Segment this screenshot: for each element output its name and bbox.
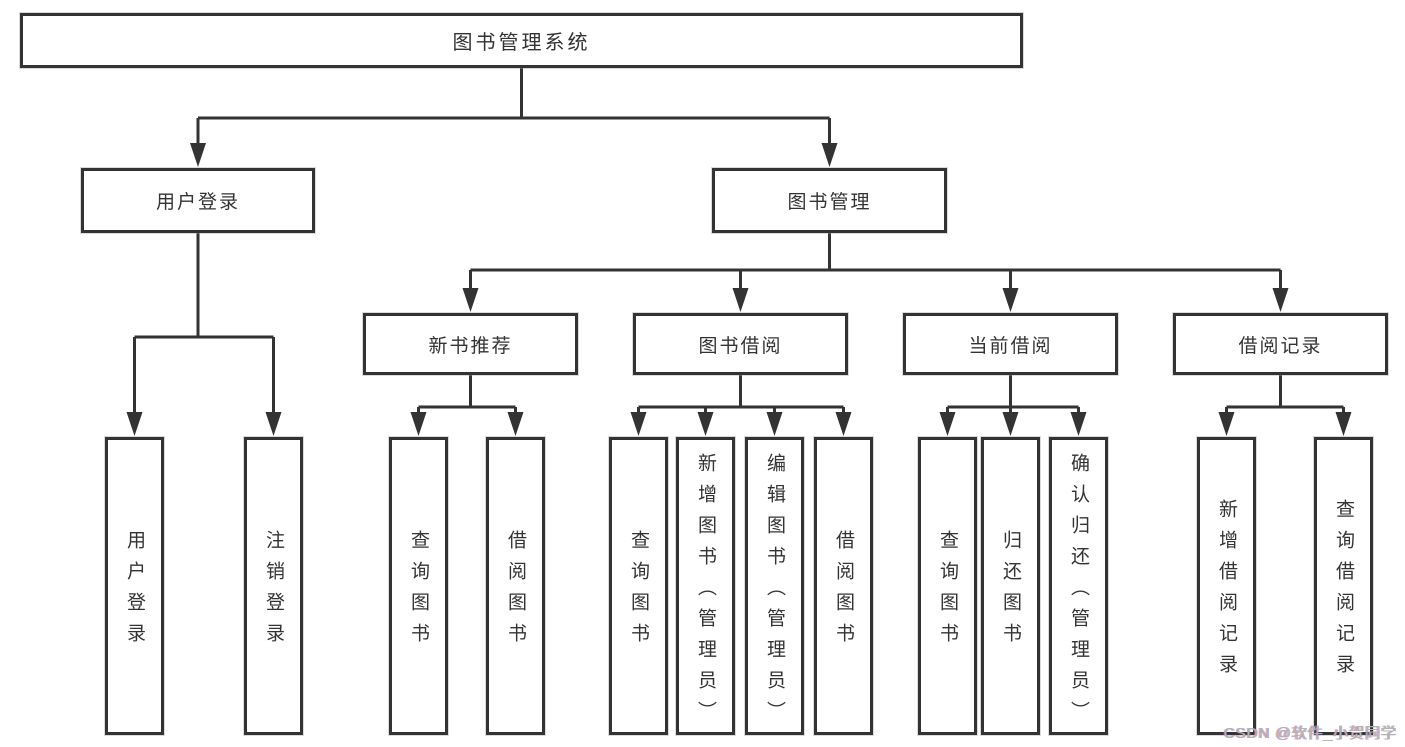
leaf-return-books: 归还图书	[981, 437, 1040, 735]
node-label: 图书管理	[787, 192, 872, 213]
node-label: 查询图书	[408, 530, 429, 654]
node-label: 新书推荐	[428, 335, 513, 357]
node-book-borrowing: 图书借阅	[633, 313, 848, 375]
node-label: 图书管理系统	[452, 32, 591, 54]
node-label: 归还图书	[1000, 530, 1021, 654]
node-label: 注销登录	[263, 530, 284, 654]
leaf-borrow-books-1: 借阅图书	[486, 437, 545, 735]
leaf-borrow-books-2: 借阅图书	[814, 437, 873, 735]
arrowhead-icons	[126, 143, 1352, 436]
leaf-edit-books-admin: 编辑图书（管理员）	[745, 437, 804, 735]
node-label: 新增借阅记录	[1216, 499, 1237, 685]
leaf-user-login: 用户登录	[105, 437, 164, 735]
node-label: 查询图书	[937, 530, 958, 654]
node-label: 用户登录	[155, 192, 240, 213]
node-label: 确认归还（管理员）	[1068, 452, 1089, 732]
node-current-borrowing: 当前借阅	[903, 313, 1118, 375]
node-library-management-system: 图书管理系统	[20, 13, 1023, 68]
node-label: 查询图书	[628, 530, 649, 654]
node-label: 借阅图书	[505, 530, 526, 654]
csdn-watermark: CSDN @软件_小贺同学	[1223, 725, 1397, 742]
node-label: 借阅记录	[1238, 335, 1323, 357]
node-label: 新增图书（管理员）	[695, 452, 716, 732]
leaf-add-borrow-record: 新增借阅记录	[1197, 437, 1256, 735]
node-new-book-recommendation: 新书推荐	[363, 313, 578, 375]
node-label: 查询借阅记录	[1333, 499, 1354, 685]
leaf-query-books-3: 查询图书	[918, 437, 977, 735]
leaf-logout: 注销登录	[244, 437, 303, 735]
node-borrowing-records: 借阅记录	[1173, 313, 1388, 375]
leaf-query-books-1: 查询图书	[389, 437, 448, 735]
node-label: 编辑图书（管理员）	[764, 452, 785, 732]
node-label: 用户登录	[124, 530, 145, 654]
leaf-query-borrow-record: 查询借阅记录	[1314, 437, 1373, 735]
node-label: 图书借阅	[698, 335, 783, 357]
leaf-query-books-2: 查询图书	[609, 437, 668, 735]
leaf-add-books-admin: 新增图书（管理员）	[676, 437, 735, 735]
leaf-confirm-return-admin: 确认归还（管理员）	[1049, 437, 1108, 735]
node-label: 当前借阅	[968, 335, 1053, 357]
node-book-management: 图书管理	[712, 168, 947, 233]
node-user-login: 用户登录	[81, 168, 315, 233]
node-label: 借阅图书	[833, 530, 854, 654]
